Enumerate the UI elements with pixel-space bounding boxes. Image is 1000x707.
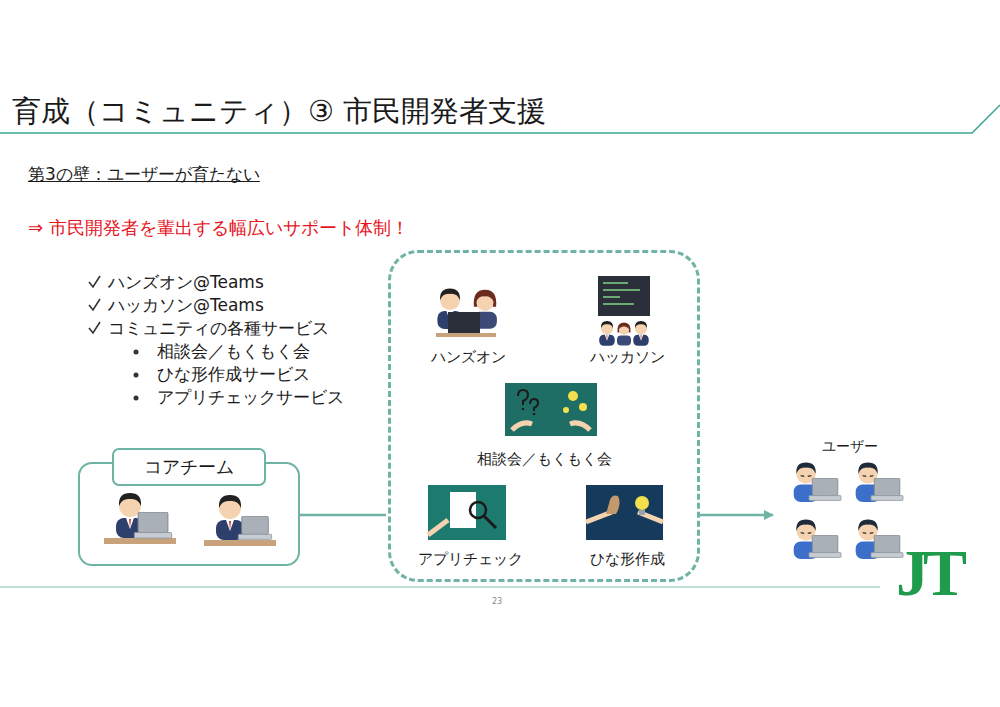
- service-item: アプリチェック: [411, 483, 529, 571]
- core-team-box: コアチーム: [78, 462, 300, 566]
- key-message: ⇒ 市民開発者を輩出する幅広いサポート体制！: [28, 216, 409, 240]
- laptop: [238, 516, 271, 539]
- hackathon-icon: [598, 276, 650, 346]
- bullet-item: ひな形作成サービス: [157, 363, 310, 386]
- service-name: 相談会／もくもく会: [477, 450, 612, 469]
- slide-title: 育成（コミュニティ）③ 市民開発者支援: [12, 92, 546, 132]
- company-logo: JT: [896, 540, 961, 606]
- support-services-group: ハンズオン ハッカソン相談会／もくもく会アプリチェック ひな形作成: [388, 250, 700, 582]
- check-item: ハンズオン@Teams: [108, 271, 264, 294]
- app-check-icon: [428, 485, 506, 540]
- handson-icon: [436, 289, 497, 338]
- service-name: アプリチェック: [418, 550, 523, 569]
- laptop: [134, 512, 171, 538]
- staff-figure: [216, 495, 244, 540]
- group-heading: ユーザー: [822, 438, 878, 456]
- service-item: 相談会／もくもく会: [469, 383, 619, 471]
- subheading: 第3の壁：ユーザーが育たない: [28, 163, 260, 186]
- service-item: ハンズオン: [408, 281, 528, 369]
- check-item: ハッカソン@Teams: [108, 294, 264, 317]
- consultation-icon: [505, 383, 597, 436]
- team-heading: コアチーム: [112, 448, 266, 486]
- service-item: ハッカソン: [572, 275, 682, 369]
- core-team-figures: [104, 493, 276, 546]
- check-item: コミュニティの各種サービス: [108, 317, 329, 340]
- desk: [204, 540, 276, 546]
- service-name: ハッカソン: [590, 348, 665, 367]
- service-name: ひな形作成: [590, 550, 665, 569]
- connector: [300, 514, 386, 517]
- user-figures: [794, 462, 903, 559]
- connector: [700, 514, 773, 517]
- service-item: ひな形作成: [568, 483, 686, 571]
- page-number: 23: [492, 597, 502, 606]
- desk: [104, 538, 176, 544]
- bullet-item: アプリチェックサービス: [157, 386, 344, 409]
- bullet-dots: [134, 350, 139, 401]
- footer-rule: [0, 587, 880, 588]
- check-marks: [89, 276, 100, 333]
- bullet-item: 相談会／もくもく会: [157, 340, 310, 363]
- template-icon: [586, 485, 663, 540]
- service-name: ハンズオン: [431, 348, 506, 367]
